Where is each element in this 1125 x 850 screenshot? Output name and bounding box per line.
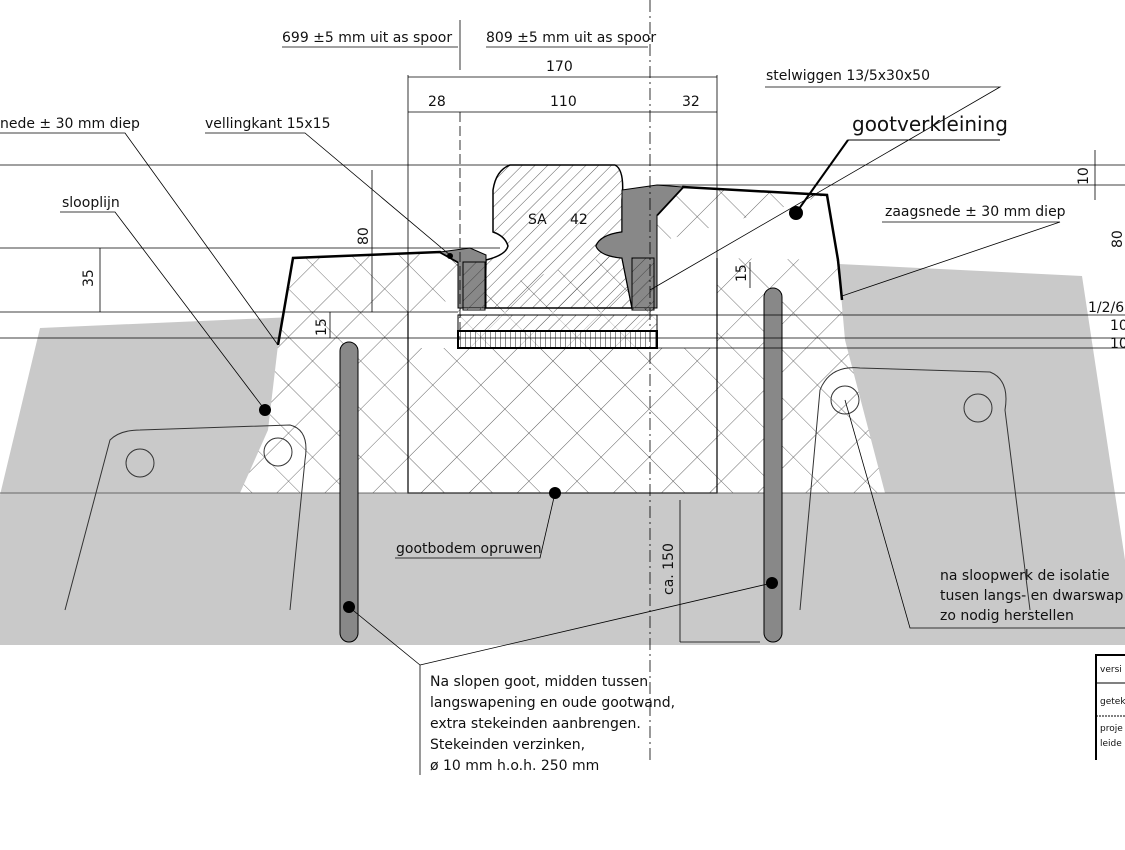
saw-cut-right-label: zaagsnede ± 30 mm diep [885,204,1066,220]
insulation-note-2: tusen langs- en dwarswap [940,588,1124,604]
right-width-dim: 32 [682,94,700,110]
title-block-lead: leide [1100,739,1122,749]
offset-right-dim: 809 ±5 mm uit as spoor [486,30,656,46]
height-10: 10 [1076,167,1092,185]
middle-width-dim: 110 [550,94,577,110]
height-15-right: 15 [734,264,750,282]
rebar-note-1: Na slopen goot, midden tussen [430,674,648,690]
insulation-note-3: zo nodig herstellen [940,608,1074,624]
depth-150-dim: ca. 150 [661,543,677,595]
height-80-right: 80 [1110,230,1125,248]
base-pad [457,330,658,349]
layer-2-dim: 10 [1110,318,1125,334]
title-block-project: proje [1100,724,1123,734]
layer-1-dim: 1/2/6 [1088,300,1124,316]
rebar-note-2: langswapening en oude gootwand, [430,695,675,711]
height-15-left: 15 [314,318,330,336]
total-width-dim: 170 [546,59,573,75]
title-block-version: versi [1100,665,1122,675]
rebar-note-3: extra stekeinden aanbrengen. [430,716,641,732]
rebar-note-4: Stekeinden verzinken, [430,737,585,753]
left-width-dim: 28 [428,94,446,110]
height-35: 35 [81,269,97,287]
layer-3-dim: 10 [1110,336,1125,352]
rebar-note-5: ø 10 mm h.o.h. 250 mm [430,758,599,774]
wedges-label: stelwiggen 13/5x30x50 [766,68,930,84]
insulation-note-1: na sloopwerk de isolatie [940,568,1110,584]
saw-cut-left-label: nede ± 30 mm diep [0,116,140,132]
title-block-drawn: getek [1100,697,1125,707]
height-80-left: 80 [356,227,372,245]
chamfer-label: vellingkant 15x15 [205,116,331,132]
demolition-line-label: slooplijn [62,195,120,211]
base-plate [457,314,658,332]
rebar-left [339,341,359,643]
rebar-right [763,287,783,643]
rail-number-label: 42 [570,212,588,228]
gutter-floor-label: gootbodem opruwen [396,541,542,557]
offset-left-dim: 699 ±5 mm uit as spoor [282,30,452,46]
gutter-reduction-label: gootverkleining [852,112,1008,136]
rail-type-label: SA [528,212,547,228]
